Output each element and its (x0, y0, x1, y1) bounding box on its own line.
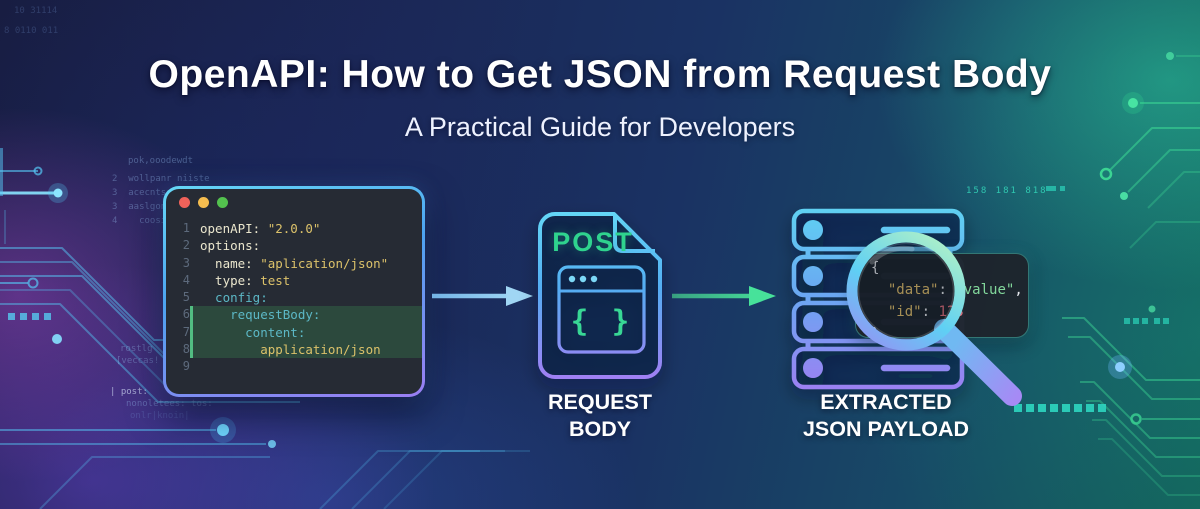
json-line: } (871, 326, 880, 342)
background-code-fragment: rostlg (120, 344, 153, 354)
green-arrow-right-icon (672, 286, 776, 306)
background-code-fragment: 3 acecnts (112, 188, 167, 198)
code-line: 9 (182, 359, 190, 374)
background-code-fragment: 3 aaslgon (112, 202, 167, 212)
caption-line: BODY (568, 417, 632, 441)
caption-line: EXTRACTED (820, 390, 952, 414)
maximize-dot-icon (217, 197, 228, 208)
caption-line: REQUEST (548, 390, 652, 414)
code-line: 6 requestBody: (166, 306, 422, 324)
background-code-fragment: 8 0110 011 (4, 26, 59, 36)
code-line: 7 content: (166, 323, 422, 342)
code-line: 5 config: (182, 290, 268, 306)
window-controls (166, 189, 422, 216)
minimize-dot-icon (198, 197, 209, 208)
caption-line: JSON PAYLOAD (802, 417, 970, 441)
background-code-fragment: 158 181 818 (966, 186, 1048, 196)
background-code-fragment: nonoletees: tos: (126, 399, 213, 409)
background-code-fragment: 2 wollpanr niiste (112, 174, 210, 184)
background-code-fragment: [veccas! (116, 356, 160, 366)
blue-arrow-right-icon (432, 286, 533, 306)
json-line: "id": 123 (887, 304, 964, 320)
code-line: 3 name: "aplication/json" (182, 255, 389, 271)
close-dot-icon (179, 197, 190, 208)
background-code-fragment: | post: (110, 387, 148, 397)
background-code-fragment: 10 31114 (14, 6, 58, 16)
json-braces-icon: { } (570, 304, 633, 338)
background-code-fragment: onlr|knoin| (130, 411, 190, 421)
extracted-json-caption: EXTRACTED JSON PAYLOAD (766, 389, 1006, 443)
left-square-dots (8, 313, 51, 320)
json-payload-panel: { "data": "value", "id": 123} (855, 253, 1029, 342)
code-line: 4 type: test (182, 272, 291, 288)
background-code-fragment: pok,ooodewdt (128, 156, 194, 166)
json-line: { (871, 260, 880, 276)
json-line: "data": "value", (887, 282, 1023, 298)
page-title: OpenAPI: How to Get JSON from Request Bo… (148, 53, 1052, 96)
json-code: { "data": "value", "id": 123} (856, 254, 1028, 345)
request-body-caption: REQUEST BODY (520, 389, 680, 443)
page-subtitle: A Practical Guide for Developers (404, 112, 796, 142)
post-method-label: POST (552, 227, 634, 257)
right-square-dots (1014, 404, 1106, 412)
code-line: 8 application/json (166, 341, 422, 359)
